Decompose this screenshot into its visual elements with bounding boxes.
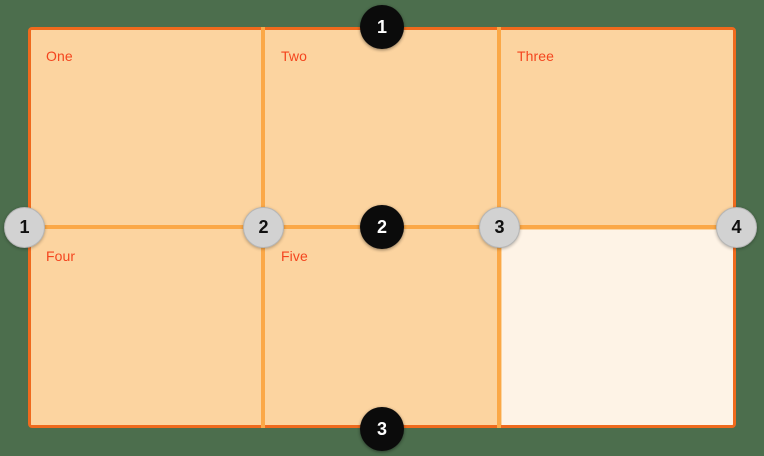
- column-line-badge-3[interactable]: 3: [479, 207, 520, 248]
- grid-area-empty[interactable]: [502, 230, 733, 425]
- column-line-badge-2-number: 2: [258, 217, 269, 237]
- grid-area-label-three: Three: [517, 48, 555, 64]
- column-line-badge-1-number: 1: [19, 217, 30, 237]
- grid-area-four[interactable]: Four: [31, 230, 266, 425]
- grid-area-five[interactable]: Five: [266, 230, 502, 425]
- row-line-badge-1-number: 1: [376, 16, 387, 37]
- grid-area-label-two: Two: [281, 48, 307, 64]
- column-line-badge-2[interactable]: 2: [243, 207, 284, 248]
- grid-area-label-one: One: [46, 48, 73, 64]
- grid-container: One Two Three Four Five: [28, 27, 736, 428]
- grid-area-one[interactable]: One: [31, 30, 266, 230]
- grid-area-two[interactable]: Two: [266, 30, 502, 230]
- row-line-badge-2-number: 2: [376, 216, 387, 237]
- grid-area-three[interactable]: Three: [502, 30, 733, 230]
- row-line-badge-2[interactable]: 2: [360, 205, 404, 249]
- column-line-badge-4[interactable]: 4: [716, 207, 757, 248]
- row-line-badge-3[interactable]: 3: [360, 407, 404, 451]
- grid-area-label-four: Four: [46, 248, 76, 264]
- column-line-badge-1[interactable]: 1: [4, 207, 45, 248]
- column-line-badge-3-number: 3: [494, 217, 505, 237]
- row-line-badge-3-number: 3: [376, 418, 387, 439]
- grid-area-label-five: Five: [281, 248, 308, 264]
- column-line-badge-4-number: 4: [731, 217, 742, 237]
- row-line-badge-1[interactable]: 1: [360, 5, 404, 49]
